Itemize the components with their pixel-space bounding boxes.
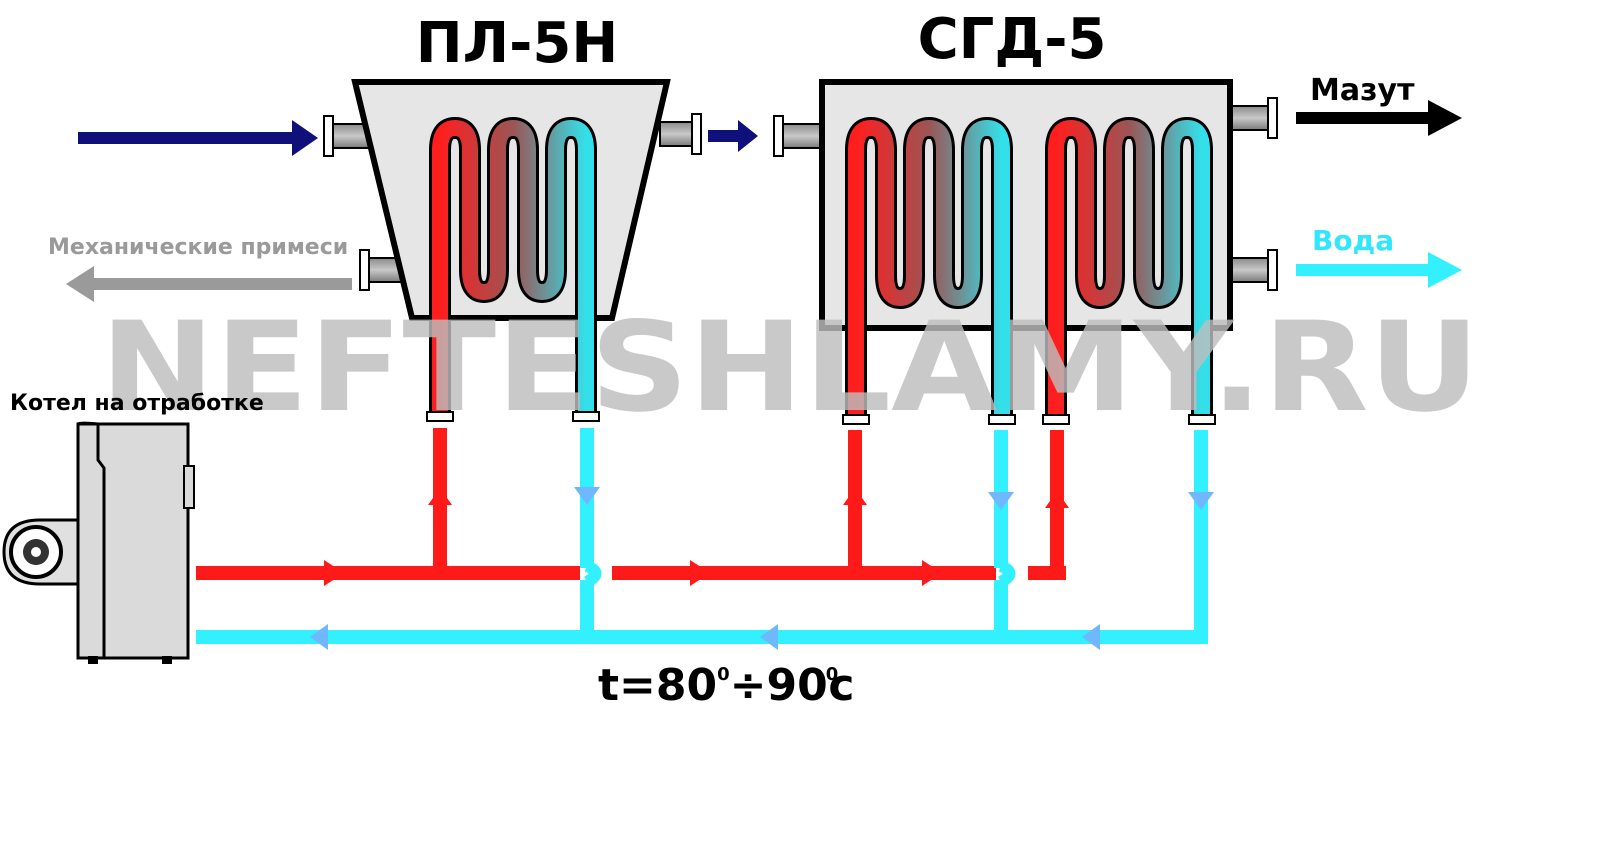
boiler <box>2 421 195 664</box>
separator-heating-coil <box>426 117 600 422</box>
burner-icon <box>2 518 80 586</box>
cold-flow-arrows <box>310 487 1214 650</box>
watermark: NEFTESHLAMY.RU <box>100 296 1480 440</box>
transfer-arrow <box>708 120 758 152</box>
water-label: Вода <box>1312 224 1394 257</box>
fuel-oil-label: Мазут <box>1310 73 1415 108</box>
temperature-unit: c <box>828 660 854 711</box>
svg-text:t=800÷900c: t=800÷900c <box>598 660 854 711</box>
impurities-outlet-arrow <box>66 266 352 302</box>
degree-mark-1: 0 <box>717 664 730 685</box>
temperature-prefix: t=80 <box>598 660 717 711</box>
dehydrator-inlet-nozzle <box>773 115 825 157</box>
cold-return-line <box>196 428 1208 644</box>
dehydrator-water-nozzle <box>1227 249 1278 291</box>
pipe-crossovers <box>583 560 1016 588</box>
water-outlet-arrow <box>1296 252 1462 288</box>
dehydrator-title: СГД-5 <box>918 7 1107 72</box>
inlet-arrow <box>78 120 318 156</box>
separator-outlet-nozzle <box>659 113 702 155</box>
separator-title: ПЛ-5Н <box>416 11 618 76</box>
degree-mark-2: 0 <box>826 664 839 685</box>
dehydrator-oil-nozzle <box>1227 97 1278 139</box>
dehydrator-heating-coil-2 <box>1042 117 1216 425</box>
dehydrator-heating-coil-1 <box>842 117 1016 425</box>
temperature-label: t=800÷900c <box>598 660 854 711</box>
temperature-mid: ÷90 <box>730 660 828 711</box>
hot-flow-arrows <box>324 488 1069 586</box>
boiler-label: Котел на отработке <box>10 391 264 416</box>
fuel-oil-outlet-arrow <box>1296 100 1462 136</box>
impurities-label: Механические примеси <box>48 235 348 260</box>
hot-supply-line <box>196 428 1066 580</box>
